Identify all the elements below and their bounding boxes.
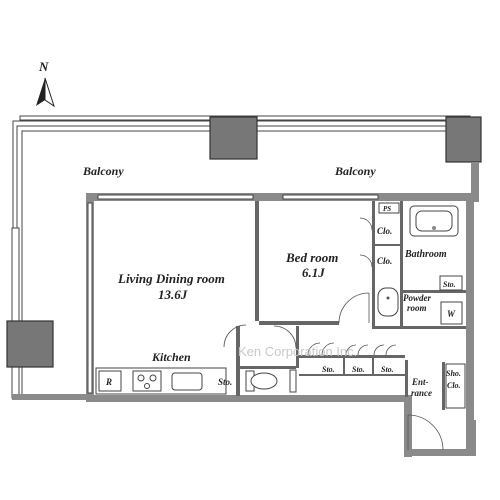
entrance-label-1: Ent-	[411, 377, 429, 387]
balcony-left-label: Balcony	[82, 164, 124, 178]
shoe-closet-box	[445, 363, 466, 409]
storage-kitchen-label: Sto.	[218, 377, 232, 387]
bathtub-icon	[409, 205, 459, 237]
interior-walls	[236, 201, 466, 410]
wall-balcony-right	[471, 162, 479, 202]
watermark: Ken Corporation Inc.	[238, 344, 357, 359]
closet-label-1: Clo.	[377, 226, 392, 236]
kitchen-label: Kitchen	[151, 350, 191, 364]
storage-label-3: Sto.	[381, 365, 394, 374]
fridge-label: R	[105, 377, 112, 387]
bathroom-label: Bathroom	[404, 249, 447, 260]
column-left	[6, 320, 54, 368]
toilet-tank-box	[289, 369, 297, 393]
shoe-closet-label-2: Clo.	[447, 381, 461, 390]
washer-box	[440, 301, 463, 325]
bedroom-size: 6.1J	[302, 265, 325, 280]
column-top-right	[445, 116, 482, 163]
living-room-size: 13.6J	[158, 287, 188, 302]
bath-storage-box	[439, 275, 463, 291]
storage-label-2: Sto.	[352, 365, 365, 374]
ps-box	[378, 202, 400, 214]
storage-label-1: Sto.	[322, 365, 335, 374]
ps-label: PS	[383, 205, 391, 213]
kitchen-sink-icon	[171, 372, 203, 391]
sink-icon	[377, 287, 399, 317]
toilet-icon	[245, 370, 278, 392]
closet-label-2: Clo.	[377, 256, 392, 266]
compass-icon: N	[36, 59, 55, 108]
balcony-right-label: Balcony	[334, 164, 376, 178]
storage-bath-label: Sto.	[443, 280, 456, 289]
entrance-label-2: rance	[411, 388, 432, 398]
doors	[223, 217, 444, 451]
bedroom-label: Bed room	[285, 250, 338, 265]
fridge-box	[98, 370, 122, 392]
column-top-middle	[209, 116, 258, 160]
shoe-closet-label-1: Sho.	[446, 369, 461, 378]
windows	[87, 194, 379, 394]
compass-label: N	[38, 59, 49, 74]
washer-label: W	[447, 309, 456, 319]
wall-balcony-bottom	[12, 394, 92, 400]
living-room-label: Living Dining room	[117, 271, 225, 286]
stove-icon	[132, 370, 162, 392]
balcony-rail-left	[11, 227, 20, 399]
powder-room-label-2: room	[407, 303, 427, 313]
powder-room-label-1: Powder	[403, 293, 431, 303]
